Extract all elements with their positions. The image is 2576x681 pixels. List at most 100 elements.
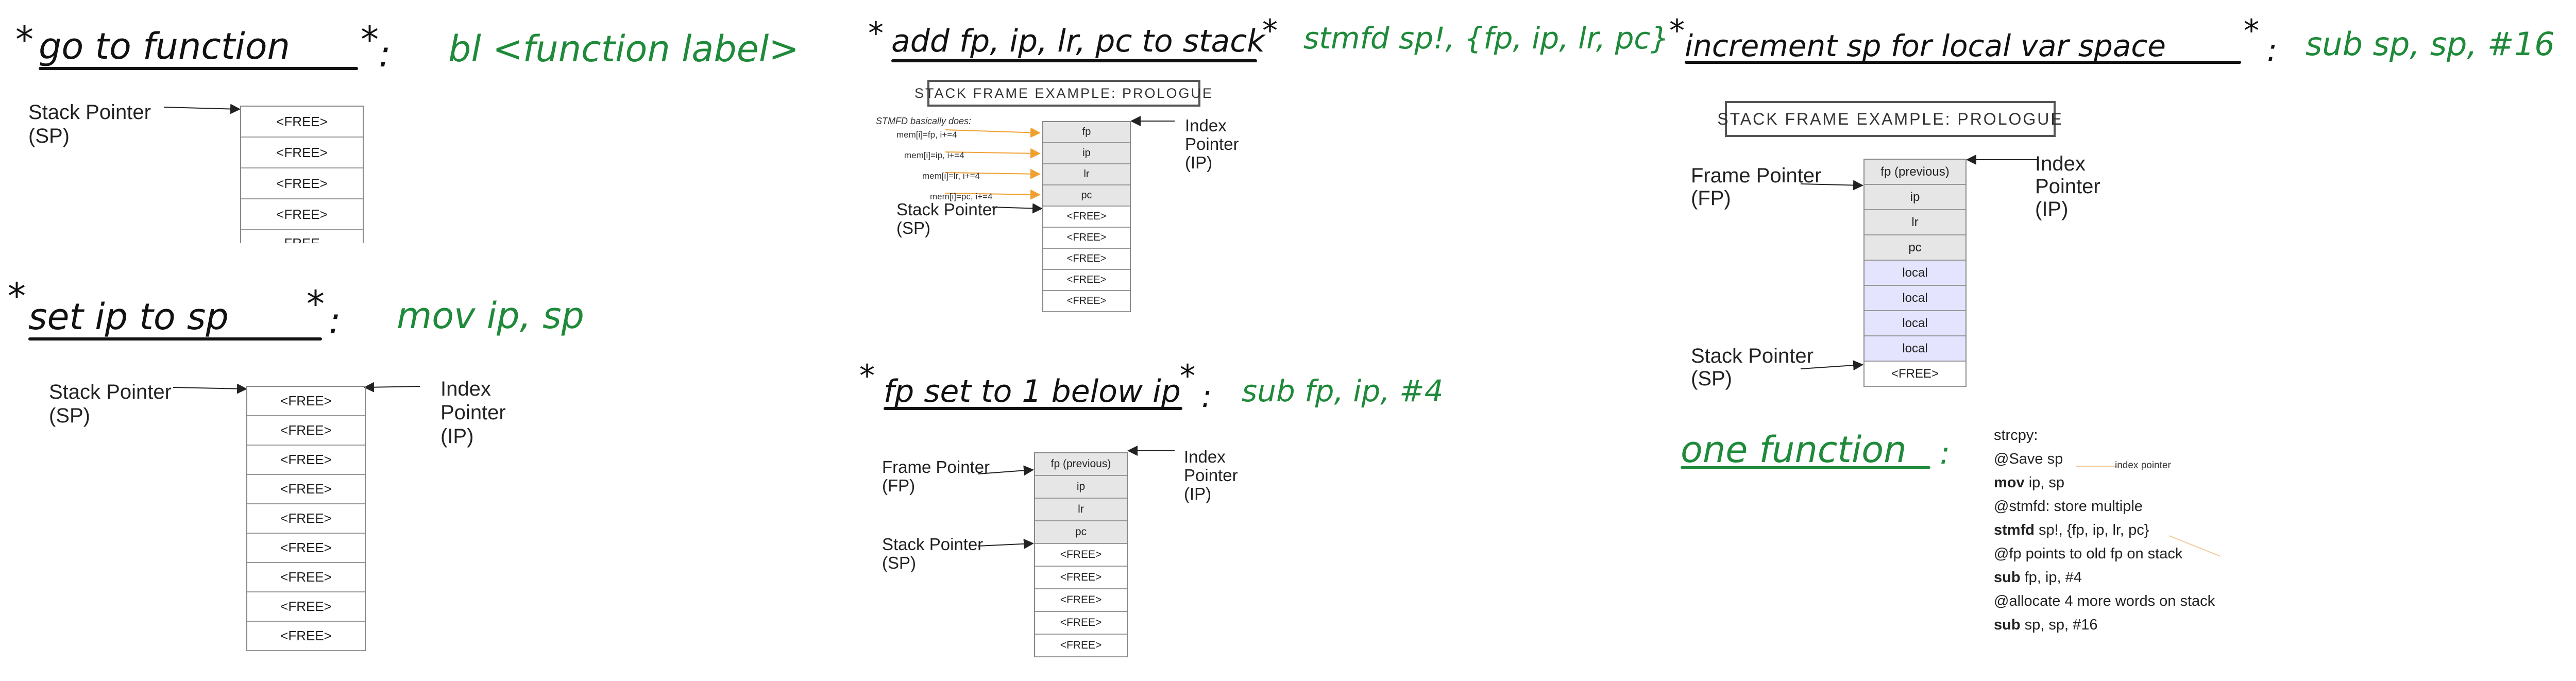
label-pointer: Pointer xyxy=(1185,134,1239,154)
banner-prologue: STACK FRAME EXAMPLE: PROLOGUE xyxy=(1717,101,2062,137)
star-fpset: * xyxy=(859,358,875,394)
code-line-header: strcpy: xyxy=(1994,427,2038,444)
star-goto-end: * xyxy=(361,19,379,61)
stack-cell-local: local xyxy=(1865,286,1965,311)
label-stack-pointer: Stack Pointer xyxy=(896,200,998,219)
label-ip: (IP) xyxy=(1185,153,1213,172)
stack-cell-ip: ip xyxy=(1043,143,1130,164)
stack-cell: <FREE> xyxy=(1035,635,1127,657)
fpset-code: sub fp, ip, #4 xyxy=(1242,373,1444,408)
label-fp: (FP) xyxy=(1691,187,1731,210)
stack-3: fp ip lr pc <FREE> <FREE> <FREE> <FREE> … xyxy=(1042,121,1131,312)
stack-2: <FREE> <FREE> <FREE> <FREE> <FREE> <FREE… xyxy=(246,386,366,651)
stmfd-notes-title: STMFD basically does: xyxy=(876,116,972,126)
stack-cell: <FREE> xyxy=(1043,270,1130,291)
stack-cell: <FREE> xyxy=(247,475,365,504)
code-line-stmfd-comment: @stmfd: store multiple xyxy=(1994,498,2143,515)
stack-cell-local: local xyxy=(1865,261,1965,286)
label-stack-pointer: Stack Pointer xyxy=(28,101,151,124)
code-args: ip, sp xyxy=(2024,474,2065,491)
stack-cell: <FREE> xyxy=(1043,249,1130,270)
setip-code: mov ip, sp xyxy=(397,295,584,337)
label-pointer: Pointer xyxy=(2035,175,2100,198)
stack-5: fp (previous) ip lr pc local local local… xyxy=(1863,159,1967,387)
stack-cell: <FREE> xyxy=(247,446,365,475)
stack-cell-fp-previous: fp (previous) xyxy=(1865,160,1965,185)
stmfd-note-line: mem[i]=ip, i+=4 xyxy=(904,150,964,160)
star-fpset-end: * xyxy=(1180,358,1195,394)
banner-prologue: STACK FRAME EXAMPLE: PROLOGUE xyxy=(914,80,1212,107)
star-addregs-end: * xyxy=(1262,13,1278,49)
stack-cell-pc: pc xyxy=(1043,185,1130,207)
stack-cell-lr: lr xyxy=(1043,164,1130,185)
stack-cell-lr: lr xyxy=(1035,499,1127,521)
stack-cell-cut: FREE xyxy=(284,235,320,243)
code-comment: @Save sp xyxy=(1994,451,2063,467)
stack-cell: <FREE> xyxy=(247,563,365,592)
fpset-colon: : xyxy=(1201,379,1212,415)
stmfd-note-line: mem[i]=fp, i+=4 xyxy=(896,130,957,140)
stack-cell-pc: pc xyxy=(1035,521,1127,544)
label-ip: (IP) xyxy=(2035,198,2069,220)
star-incsp-end: * xyxy=(2244,13,2259,49)
label-index: Index xyxy=(440,378,491,400)
stack-cell: <FREE> xyxy=(1865,362,1965,387)
addregs-title: add fp, ip, lr, pc to stack xyxy=(891,23,1265,59)
label-index: Index xyxy=(1184,447,1226,466)
stack-cell-local: local xyxy=(1865,311,1965,336)
stack-cell: <FREE> xyxy=(241,107,363,138)
label-pointer: Pointer xyxy=(440,401,506,424)
code-line-sub-sp: sub sp, sp, #16 xyxy=(1994,613,2215,637)
stack-cell: <FREE> xyxy=(1043,207,1130,228)
code-line-stmfd: stmfd sp!, {fp, ip, lr, pc} xyxy=(1994,518,2215,542)
stack-cell: <FREE> xyxy=(247,416,365,446)
label-index: Index xyxy=(1185,116,1227,135)
index-pointer-note: index pointer xyxy=(2115,460,2171,471)
star-setip-end: * xyxy=(307,283,325,325)
code-keyword: sub xyxy=(1994,569,2021,586)
stack-cell: <FREE> xyxy=(241,168,363,199)
code-line-alloc-comment: @allocate 4 more words on stack xyxy=(1994,593,2215,609)
star-addregs: * xyxy=(868,15,884,52)
label-sp: (SP) xyxy=(896,218,930,237)
stmfd-note-line: mem[i]=pc, i+=4 xyxy=(930,192,993,201)
stack-cell: <FREE> xyxy=(1035,612,1127,635)
code-keyword: sub xyxy=(1994,617,2021,633)
star-goto: * xyxy=(15,19,33,61)
stack-cell: <FREE> xyxy=(247,592,365,622)
stack-cell-ip: ip xyxy=(1865,185,1965,210)
label-pointer: Pointer xyxy=(1184,466,1238,485)
addregs-code: stmfd sp!, {fp, ip, lr, pc} xyxy=(1303,21,1670,56)
setip-title: set ip to sp xyxy=(28,296,229,338)
incsp-title: increment sp for local var space xyxy=(1685,28,2166,63)
fpset-title: fp set to 1 below ip xyxy=(884,373,1181,410)
goto-code: bl <function label> xyxy=(448,28,799,70)
stack-cell-fp: fp xyxy=(1043,122,1130,143)
stack-cell-lr: lr xyxy=(1865,210,1965,235)
code-keyword: stmfd xyxy=(1994,522,2035,538)
label-ip: (IP) xyxy=(440,425,474,448)
label-sp: (SP) xyxy=(1691,367,1732,390)
stack-cell: <FREE> xyxy=(1043,228,1130,249)
incsp-colon: : xyxy=(2267,32,2278,69)
setip-underline xyxy=(28,337,322,340)
goto-title: go to function xyxy=(39,25,290,67)
onefunc-underline xyxy=(1681,466,1930,469)
fpset-underline xyxy=(884,407,1182,410)
label-stack-pointer: Stack Pointer xyxy=(49,381,172,403)
label-sp: (SP) xyxy=(28,125,70,147)
onefunc-title: one function xyxy=(1681,429,1907,471)
stack-cell: <FREE> xyxy=(247,504,365,534)
label-frame-pointer: Frame Pointer xyxy=(882,457,990,476)
star-incsp: * xyxy=(1669,13,1685,49)
label-sp: (SP) xyxy=(882,553,916,572)
code-args: sp!, {fp, ip, lr, pc} xyxy=(2034,522,2149,538)
code-line-fp-comment: @fp points to old fp on stack xyxy=(1994,546,2183,562)
stack-cell-ip: ip xyxy=(1035,476,1127,499)
strcpy-code-block: strcpy: @Save sp mov ip, sp @stmfd: stor… xyxy=(1994,423,2215,637)
incsp-code: sub sp, sp, #16 xyxy=(2306,25,2555,63)
stack-cell-local: local xyxy=(1865,336,1965,362)
incsp-underline xyxy=(1685,61,2241,64)
stack-cell-fp-previous: fp (previous) xyxy=(1035,453,1127,476)
